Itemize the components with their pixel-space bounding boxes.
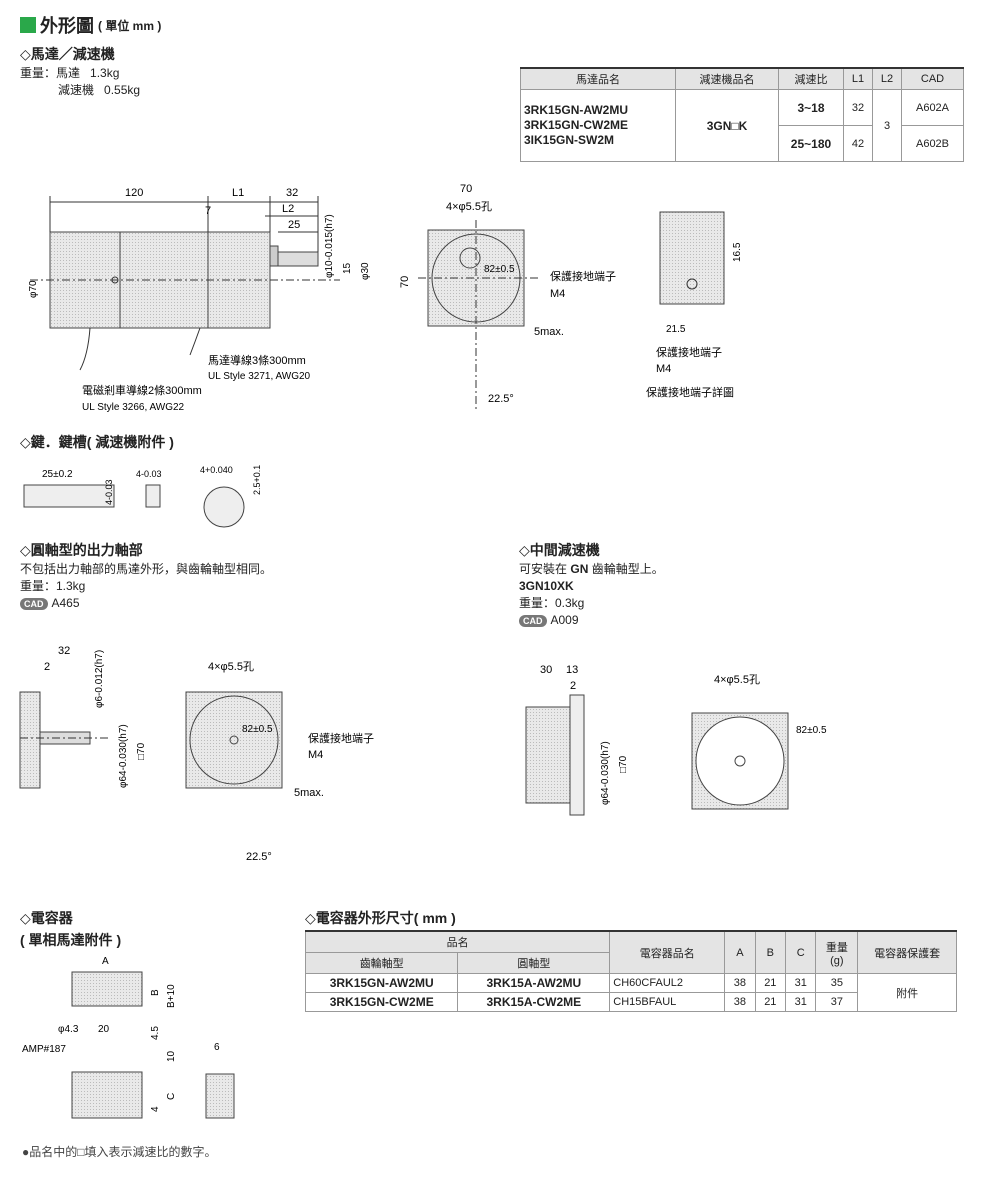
gearbox-name: 3GN□K (675, 89, 779, 162)
detail-16-5: 16.5 (732, 242, 743, 262)
mid-cad-tag: CAD (519, 615, 547, 627)
round-holes: 4×φ5.5孔 (208, 660, 254, 673)
cap-4: 4 (150, 1106, 161, 1112)
detail-title: 保護接地端子詳圖 (646, 385, 734, 399)
front-ground: 保護接地端子 (550, 269, 616, 283)
cap-heading: ◇電容器 (20, 910, 73, 926)
detail-21-5: 21.5 (666, 324, 686, 335)
mid-pcd: 82±0.5 (796, 725, 827, 736)
cap-6: 6 (214, 1042, 220, 1053)
front-holes: 4×φ5.5孔 (446, 200, 492, 213)
table-row: 3RK15GN-AW2MU 3RK15A-AW2MU CH60CFAUL2 38… (304, 973, 957, 1012)
round-heading: ◇圓軸型的出力軸部 (20, 542, 143, 558)
front-view (427, 229, 525, 327)
mid-13: 13 (566, 664, 578, 676)
mid-holes: 4×φ5.5孔 (714, 673, 760, 686)
round-sq70: □70 (136, 742, 147, 760)
dim-25: 25 (288, 219, 300, 231)
detail-ground: 保護接地端子 (656, 345, 722, 359)
cap-b10: B+10 (166, 984, 177, 1008)
main-drawing: 120 L1 32 7 L2 25 φ10-0.015(h7) 15 φ30 φ… (28, 183, 743, 413)
cap-c: C (166, 1093, 177, 1100)
front-70v: 70 (399, 276, 411, 288)
dim-120: 120 (125, 187, 143, 199)
mid-heading: ◇中間減速機 (519, 542, 600, 558)
detail-view (659, 211, 725, 305)
key-4a: 4-0.03 (104, 479, 114, 505)
mid-2: 2 (570, 680, 576, 692)
key-4c: 4+0.040 (200, 465, 233, 475)
detail-m4: M4 (656, 363, 671, 375)
round-2: 2 (44, 661, 50, 673)
unit-label: ( 單位 mm ) (98, 18, 162, 33)
table-row: 3RK15GN-CW2ME 3RK15A-CW2ME CH15BFAUL 38 … (304, 992, 957, 1012)
dim-7: 7 (205, 205, 211, 217)
lead-brake: 電磁剎車導線2條300mm (82, 383, 202, 397)
front-5max: 5max. (534, 326, 564, 338)
round-drawing: 32 2 φ6-0.012(h7) φ64-0.030(h7) □70 4×φ5… (19, 645, 374, 863)
round-m4: M4 (308, 749, 323, 761)
lead-motor-spec: UL Style 3271, AWG20 (208, 371, 311, 382)
mid-30: 30 (540, 664, 552, 676)
mid-drawing: 30 13 2 φ64-0.030(h7) □70 4×φ5.5孔 82±0.5 (525, 664, 827, 816)
key-drawing: 25±0.2 4-0.03 4-0.03 4+0.040 2.5+0.1 (23, 465, 262, 528)
round-body: φ64-0.030(h7) (118, 724, 129, 788)
cap-table: 品名 電容器品名 A B C 重量(g) 電容器保護套 齒輪軸型 圓軸型 3RK… (304, 930, 957, 1012)
key-heading: ◇鍵．鍵槽( 減速機附件 ) (20, 434, 174, 450)
output-shaft (277, 251, 319, 267)
cad-tag: CAD (20, 598, 48, 610)
dim-l2: L2 (282, 203, 294, 215)
key-4b: 4-0.03 (136, 469, 162, 479)
round-32: 32 (58, 645, 70, 657)
footnote: ●品名中的□填入表示減速比的數字。 (22, 1145, 217, 1159)
cap-b: B (150, 989, 161, 996)
front-pcd: 82±0.5 (484, 264, 515, 275)
cap-20: 20 (98, 1024, 110, 1035)
cap-a: A (102, 956, 109, 967)
dim-70v: φ70 (28, 280, 39, 298)
spec-table: 馬達品名 減速機品名 減速比 L1 L2 CAD 3RK15GN-AW2MU 3… (520, 67, 964, 162)
page-title: 外形圖 ( 單位 mm ) (20, 12, 161, 38)
motor-names: 3RK15GN-AW2MU 3RK15GN-CW2ME 3IK15GN-SW2M (520, 89, 676, 162)
cap-d43: φ4.3 (58, 1024, 79, 1035)
motor-weight: 重量：馬達 1.3kg 減速機 0.55kg (20, 66, 141, 97)
dim-30: φ30 (360, 262, 371, 280)
round-5max: 5max. (294, 787, 324, 799)
dim-32: 32 (286, 187, 298, 199)
cap-45: 4.5 (150, 1026, 161, 1040)
lead-motor: 馬達導線3條300mm (208, 353, 306, 367)
mid-body: φ64-0.030(h7) (600, 741, 611, 805)
front-angle: 22.5° (488, 393, 514, 405)
mid-model: 3GN10XK (519, 579, 574, 593)
cap-table-heading: ◇電容器外形尺寸( mm ) (305, 910, 456, 926)
motor-heading: ◇馬達／減速機 (20, 46, 115, 62)
cap-sub: ( 單相馬達附件 ) (20, 932, 122, 948)
cap-amp: AMP#187 (22, 1044, 66, 1055)
dim-l1: L1 (232, 187, 244, 199)
cap-10: 10 (166, 1050, 177, 1062)
round-pcd: 82±0.5 (242, 724, 273, 735)
round-angle: 22.5° (246, 851, 272, 863)
title-square-icon (20, 17, 36, 33)
cap-drawing: A B B+10 φ4.3 20 4.5 AMP#187 10 4 C 6 (22, 956, 235, 1119)
front-m4: M4 (550, 288, 565, 300)
round-shaft: φ6-0.012(h7) (94, 650, 105, 708)
key-2-5: 2.5+0.1 (252, 465, 262, 495)
mid-sq70: □70 (618, 755, 629, 773)
round-ground: 保護接地端子 (308, 731, 374, 745)
front-70h: 70 (460, 183, 472, 195)
key-25: 25±0.2 (42, 469, 73, 480)
dim-shaft: φ10-0.015(h7) (324, 214, 335, 278)
lead-brake-spec: UL Style 3266, AWG22 (82, 402, 185, 413)
dim-15: 15 (342, 262, 353, 274)
